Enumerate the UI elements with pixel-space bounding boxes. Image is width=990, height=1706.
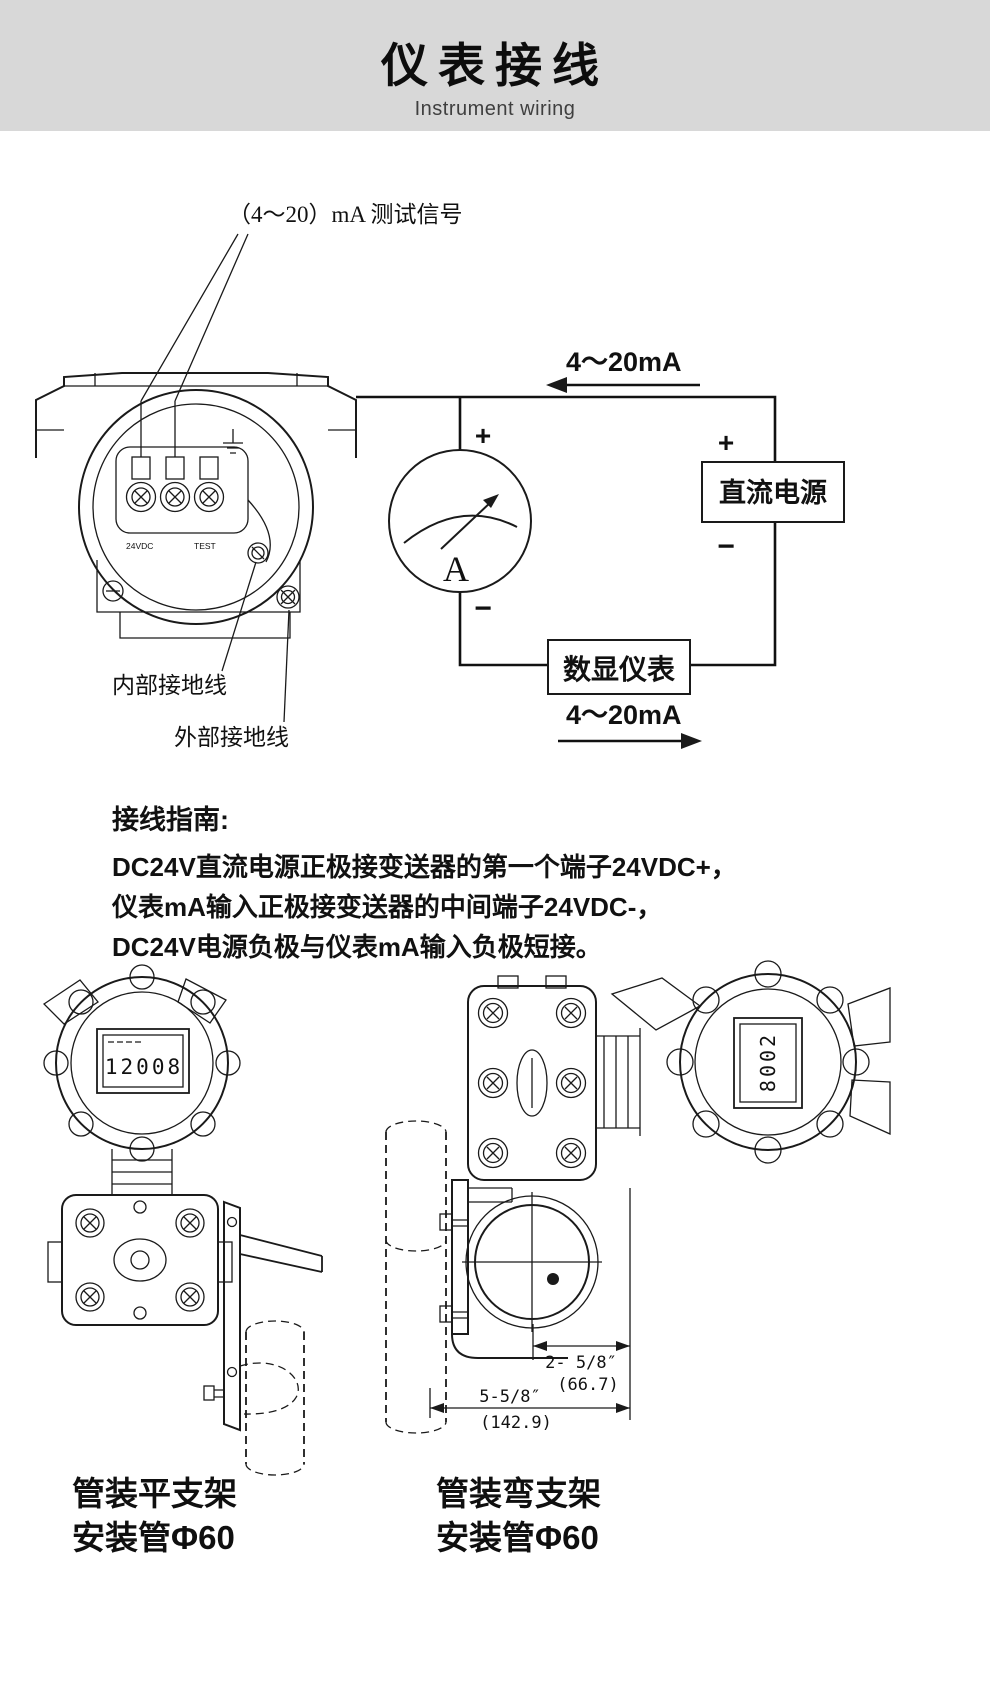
lcd-value-right: 8002 (756, 1032, 780, 1092)
caption-bent-bracket: 管装弯支架 安装管Φ60 (436, 1472, 601, 1560)
arrow-left-icon (546, 377, 567, 393)
dim-arrow-icon (616, 1403, 630, 1413)
housing-inner-circle (92, 403, 300, 611)
test-signal-callout: （4～20）mA 测试信号 (140, 202, 462, 457)
terminal-label-right: TEST (194, 541, 216, 551)
current-label-top: 4～20mA (546, 347, 700, 393)
sensor-body-front (467, 975, 597, 1181)
flange-bolt (175, 1208, 205, 1238)
body-bolt (555, 1137, 587, 1169)
caption-flat-bracket-line2: 安装管Φ60 (72, 1519, 235, 1556)
caption-flat-bracket-line1: 管装平支架 (72, 1475, 237, 1512)
ammeter-plus: + (475, 420, 491, 451)
current-label-bottom: 4～20mA (558, 700, 702, 749)
ground-symbol (223, 429, 243, 454)
wiring-guide: 接线指南: DC24V直流电源正极接变送器的第一个端子24VDC+， 仪表mA输… (112, 798, 912, 967)
housing-neck-left (111, 1149, 173, 1195)
current-bottom-text: 4～20mA (566, 700, 682, 730)
housing-neck-side (596, 977, 702, 1136)
test-signal-leader-lines (140, 233, 249, 457)
external-ground-callout: 外部接地线 (174, 609, 290, 750)
bent-bracket-drawing: 8002 (385, 960, 891, 1434)
test-signal-label: （4～20）mA 测试信号 (228, 202, 462, 227)
terminal-screw-3 (193, 456, 225, 513)
u-bolt-dashed (239, 1362, 299, 1415)
flange-bolt (75, 1282, 105, 1312)
circuit-wires (356, 395, 777, 667)
dc-minus: − (717, 530, 735, 563)
mounting-drawings: 12008 (42, 960, 891, 1476)
transmitter-drawing: 24VDC TEST (35, 372, 357, 639)
page-subtitle: Instrument wiring (414, 98, 576, 120)
process-flange-body (47, 1194, 233, 1326)
flange-screw-left (102, 580, 124, 602)
digital-meter-label: 数显仪表 (563, 654, 675, 685)
dc-power-box: 直流电源 + − (701, 427, 845, 563)
current-top-text: 4～20mA (566, 347, 682, 377)
terminal-screw-1 (125, 456, 157, 513)
transmitter-lower-flange (96, 560, 301, 639)
dim-large-mm-label: (142.9) (480, 1413, 552, 1433)
dim-arrow-icon (430, 1403, 444, 1413)
needle-arrow-icon (483, 494, 499, 508)
body-bolt (555, 1067, 587, 1099)
mounting-pipe-dashed-right (385, 1120, 447, 1434)
dc-plus: + (718, 427, 734, 458)
terminal-block: 24VDC TEST (115, 429, 271, 564)
dim-small-label: 2- 5/8″ (545, 1353, 617, 1373)
housing-gear-face-left (42, 964, 241, 1162)
flat-bracket-drawing: 12008 (42, 964, 323, 1476)
transmitter-top-housing (35, 372, 357, 458)
internal-ground-screw (247, 542, 269, 564)
housing-outer-circle (78, 389, 314, 625)
flange-bolt (75, 1208, 105, 1238)
pipe-clamp (462, 1192, 602, 1332)
ammeter-minus: − (474, 592, 492, 625)
lcd-display-right: 8002 (733, 1017, 803, 1109)
caption-bent-bracket-line2: 安装管Φ60 (436, 1519, 599, 1556)
dim-large-label: 5-5/8″ (479, 1387, 540, 1407)
terminal-screw-2 (159, 456, 191, 513)
page-title: 仪表接线 (381, 39, 609, 92)
arrow-right-icon (681, 733, 702, 749)
flat-bracket (203, 1200, 323, 1432)
header-banner: 仪表接线 Instrument wiring (0, 0, 990, 131)
internal-ground-callout: 内部接地线 (112, 561, 257, 698)
housing-gear-face-right (666, 960, 891, 1164)
caption-bent-bracket-line1: 管装弯支架 (436, 1475, 601, 1512)
wiring-guide-title: 接线指南: (112, 805, 229, 835)
dim-arrow-icon (616, 1341, 630, 1351)
lcd-display-left: 12008 (96, 1028, 190, 1094)
wiring-guide-line-1: DC24V直流电源正极接变送器的第一个端子24VDC+， (112, 852, 737, 882)
dim-arrow-icon (533, 1341, 547, 1351)
ammeter-letter: A (443, 549, 469, 589)
wiring-guide-line-3: DC24V电源负极与仪表mA输入负极短接。 (112, 932, 602, 962)
wiring-guide-line-2: 仪表mA输入正极接变送器的中间端子24VDC-， (112, 892, 663, 922)
flange-bolt (175, 1282, 205, 1312)
caption-flat-bracket: 管装平支架 安装管Φ60 (72, 1472, 237, 1560)
body-bolt (477, 1137, 509, 1169)
body-bolt (477, 997, 509, 1029)
internal-ground-label: 内部接地线 (112, 673, 227, 698)
external-ground-label: 外部接地线 (174, 725, 289, 750)
body-bolt (555, 997, 587, 1029)
dim-small-mm-label: (66.7) (557, 1375, 618, 1395)
lcd-value-left: 12008 (105, 1055, 183, 1079)
wiring-diagram: 24VDC TEST （4～20）mA 测试信号 4～20mA (35, 202, 845, 750)
digital-meter-box: 数显仪表 (547, 639, 691, 695)
ammeter: A + − (388, 420, 532, 625)
mounting-pipe-dashed-left (239, 1320, 305, 1476)
dc-power-label: 直流电源 (719, 478, 827, 508)
dimensions: 2- 5/8″ (66.7) 5-5/8″ (142.9) (429, 1188, 631, 1433)
clamp-dot (547, 1273, 559, 1285)
terminal-label-left: 24VDC (126, 541, 153, 551)
body-bolt (477, 1067, 509, 1099)
external-ground-screw (276, 585, 300, 609)
